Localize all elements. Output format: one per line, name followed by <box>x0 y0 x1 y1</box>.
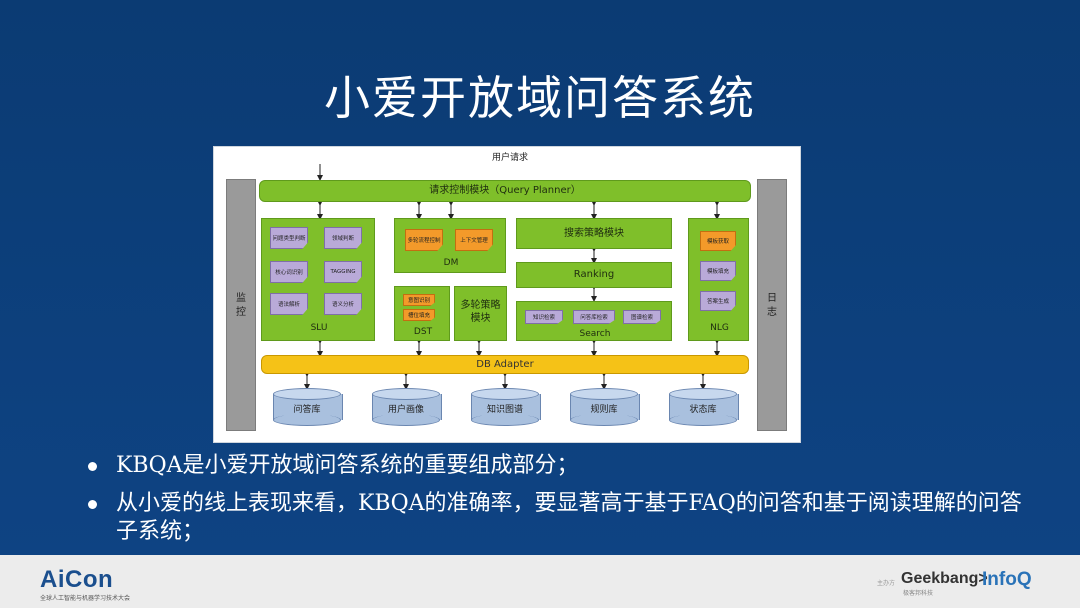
bullet-list: KBQA是小爱开放域问答系统的重要组成部分； 从小爱的线上表现来看，KBQA的准… <box>88 452 1028 556</box>
database-qa: 问答库 <box>273 388 343 426</box>
search-strategy-module: 搜索策略模块 <box>516 218 672 249</box>
bullet-dot-icon <box>88 462 97 471</box>
infoq-logo: InfoQ <box>982 569 1032 590</box>
database-state: 状态库 <box>669 388 739 426</box>
architecture-diagram: 用户请求 请求控制模块（Query Planner） 监 控 日 志 问题类型判… <box>213 146 801 443</box>
search-label: Search <box>579 329 611 339</box>
database-user-profile: 用户画像 <box>372 388 442 426</box>
aicon-subtitle: 全球人工智能与机器学习技术大会 <box>40 595 131 602</box>
database-label: 用户画像 <box>387 405 424 415</box>
dm-label: DM <box>443 258 459 268</box>
slu-item: 领域判断 <box>324 227 362 249</box>
diagram-arrows <box>304 164 720 390</box>
dst-label: DST <box>413 327 433 337</box>
hosted-by-label: 主办方 <box>877 580 896 587</box>
nlg-item: 模板获取 <box>700 231 736 251</box>
aicon-logo: AiCon <box>40 566 114 593</box>
slu-label: SLU <box>310 323 328 333</box>
slide-title: 小爱开放域问答系统 <box>324 71 756 125</box>
ranking-module: Ranking <box>516 262 672 288</box>
slu-item: 核心词识别 <box>270 261 308 283</box>
multi-turn-strategy-module: 多轮策略 模块 <box>454 286 507 341</box>
user-request-label: 用户请求 <box>491 153 528 163</box>
slu-item: 问题类型判断 <box>270 227 308 249</box>
bullet-item: 从小爱的线上表现来看，KBQA的准确率，要显著高于基于FAQ的问答和基于阅读理解… <box>88 490 1028 546</box>
dst-item: 意图识别 <box>403 294 435 306</box>
dm-module: 多轮流程控制 上下文管理 DM <box>394 218 506 273</box>
search-item: 问答库检索 <box>573 310 615 324</box>
search-module: 知识检索 问答库检索 图谱检索 Search <box>516 301 672 341</box>
bullet-item: KBQA是小爱开放域问答系统的重要组成部分； <box>88 452 1028 480</box>
monitor-bar: 监 控 <box>226 179 256 431</box>
slu-item: 语法解析 <box>270 293 308 315</box>
bullet-dot-icon <box>88 500 97 509</box>
db-adapter-bar: DB Adapter <box>261 355 749 374</box>
dm-item: 上下文管理 <box>455 229 493 251</box>
database-label: 知识图谱 <box>486 405 523 415</box>
database-label: 问答库 <box>293 405 321 415</box>
database-knowledge-graph: 知识图谱 <box>471 388 541 426</box>
search-item: 图谱检索 <box>623 310 661 324</box>
database-rules: 规则库 <box>570 388 640 426</box>
nlg-item: 模板填充 <box>700 261 736 281</box>
footer-bar <box>0 555 1080 608</box>
query-planner-module: 请求控制模块（Query Planner） <box>259 180 751 202</box>
dst-module: 意图识别 槽位填充 DST <box>394 286 450 341</box>
slu-item: 语义分析 <box>324 293 362 315</box>
nlg-module: 模板获取 模板填充 答案生成 NLG <box>688 218 749 341</box>
dst-item: 槽位填充 <box>403 309 435 321</box>
bullet-text: KBQA是小爱开放域问答系统的重要组成部分； <box>116 453 579 478</box>
log-bar: 日 志 <box>757 179 787 431</box>
bullet-text: 从小爱的线上表现来看，KBQA的准确率，要显著高于基于FAQ的问答和基于阅读理解… <box>116 491 1022 544</box>
dm-item: 多轮流程控制 <box>405 229 443 251</box>
geekbang-logo: Geekbang>. <box>901 570 993 587</box>
database-label: 规则库 <box>590 405 618 415</box>
slu-module: 问题类型判断 领域判断 核心词识别 TAGGING 语法解析 语义分析 SLU <box>261 218 375 341</box>
database-label: 状态库 <box>689 405 717 415</box>
geekbang-subtitle: 极客邦科技 <box>903 590 934 597</box>
nlg-item: 答案生成 <box>700 291 736 311</box>
search-item: 知识检索 <box>525 310 563 324</box>
nlg-label: NLG <box>710 323 729 333</box>
slu-item: TAGGING <box>324 261 362 283</box>
